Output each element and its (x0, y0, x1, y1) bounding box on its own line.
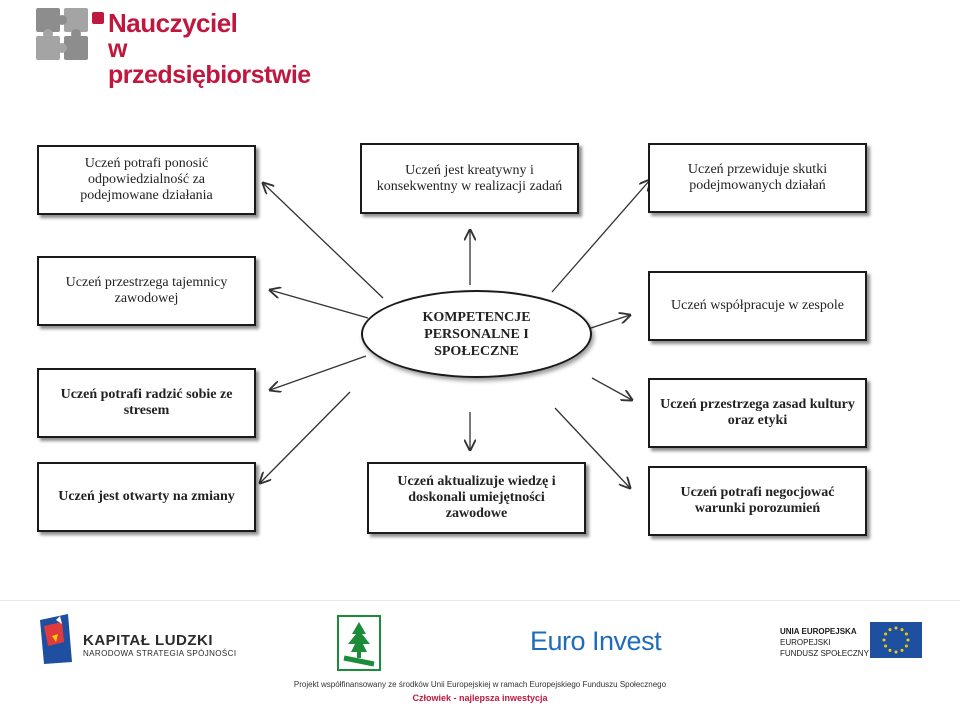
box-responsibility: Uczeń potrafi ponosić odpowiedzialność z… (37, 145, 256, 215)
arrow-to-open (260, 391, 351, 483)
site-title-line1: Nauczyciel (108, 8, 238, 38)
kl-line2: NARODOWA STRATEGIA SPÓJNOŚCI (83, 649, 237, 658)
box-secrets: Uczeń przestrzega tajemnicy zawodowej (37, 256, 256, 326)
header-logo: Nauczyciel w przedsiębiorstwie (30, 2, 311, 88)
box-negotiate: Uczeń potrafi negocjować warunki porozum… (648, 466, 867, 536)
laos-leaf-icon (337, 615, 381, 671)
arrow-to-cooperates (584, 315, 630, 331)
box-foresees: Uczeń przewiduje skutki podejmowanych dz… (648, 143, 867, 213)
eu-flag-icon (870, 622, 922, 658)
footer-separator (0, 600, 960, 601)
arrow-to-responsibility (263, 183, 384, 299)
eu-line1: UNIA EUROPEJSKA (780, 627, 857, 636)
box-creative: Uczeń jest kreatywny i konsekwentny w re… (360, 143, 579, 214)
kapital-ludzki-text: KAPITAŁ LUDZKI NARODOWA STRATEGIA SPÓJNO… (83, 633, 236, 659)
kapital-ludzki-emblem-icon (40, 614, 72, 664)
kl-line1: KAPITAŁ LUDZKI (83, 632, 214, 649)
arrow-to-stress (270, 355, 367, 390)
arrow-to-secrets (270, 290, 369, 319)
site-title: Nauczyciel w przedsiębiorstwie (108, 10, 311, 88)
kapital-ludzki-logo (38, 612, 218, 670)
site-title-line2: w przedsiębiorstwie (108, 35, 311, 89)
slogan: Człowiek - najlepsza inwestycja (412, 693, 548, 703)
box-updates: Uczeń aktualizuje wiedzę i doskonali umi… (367, 462, 586, 534)
euroinvest-logo-text: Euro Invest (530, 626, 662, 656)
box-culture: Uczeń przestrzega zasad kultury oraz ety… (648, 378, 867, 448)
eu-line3: FUNDUSZ SPOŁECZNY (780, 649, 869, 658)
funding-statement: Projekt współfinansowany ze środków Unii… (293, 680, 667, 689)
puzzle-icon (36, 8, 104, 60)
box-open: Uczeń jest otwarty na zmiany (37, 462, 256, 532)
arrow-to-negotiate (554, 407, 630, 488)
box-cooperates: Uczeń współpracuje w zespole (648, 271, 867, 341)
arrow-to-culture (591, 377, 632, 400)
eu-line2: EUROPEJSKI (780, 638, 831, 647)
box-stress: Uczeń potrafi radzić sobie ze stresem (37, 368, 256, 438)
arrow-to-foresees (551, 180, 650, 293)
laos-logo (336, 614, 382, 672)
eu-fund-text: UNIA EUROPEJSKA EUROPEJSKI FUNDUSZ SPOŁE… (780, 626, 869, 659)
center-ellipse: KOMPETENCJE PERSONALNE I SPOŁECZNE (361, 290, 592, 378)
